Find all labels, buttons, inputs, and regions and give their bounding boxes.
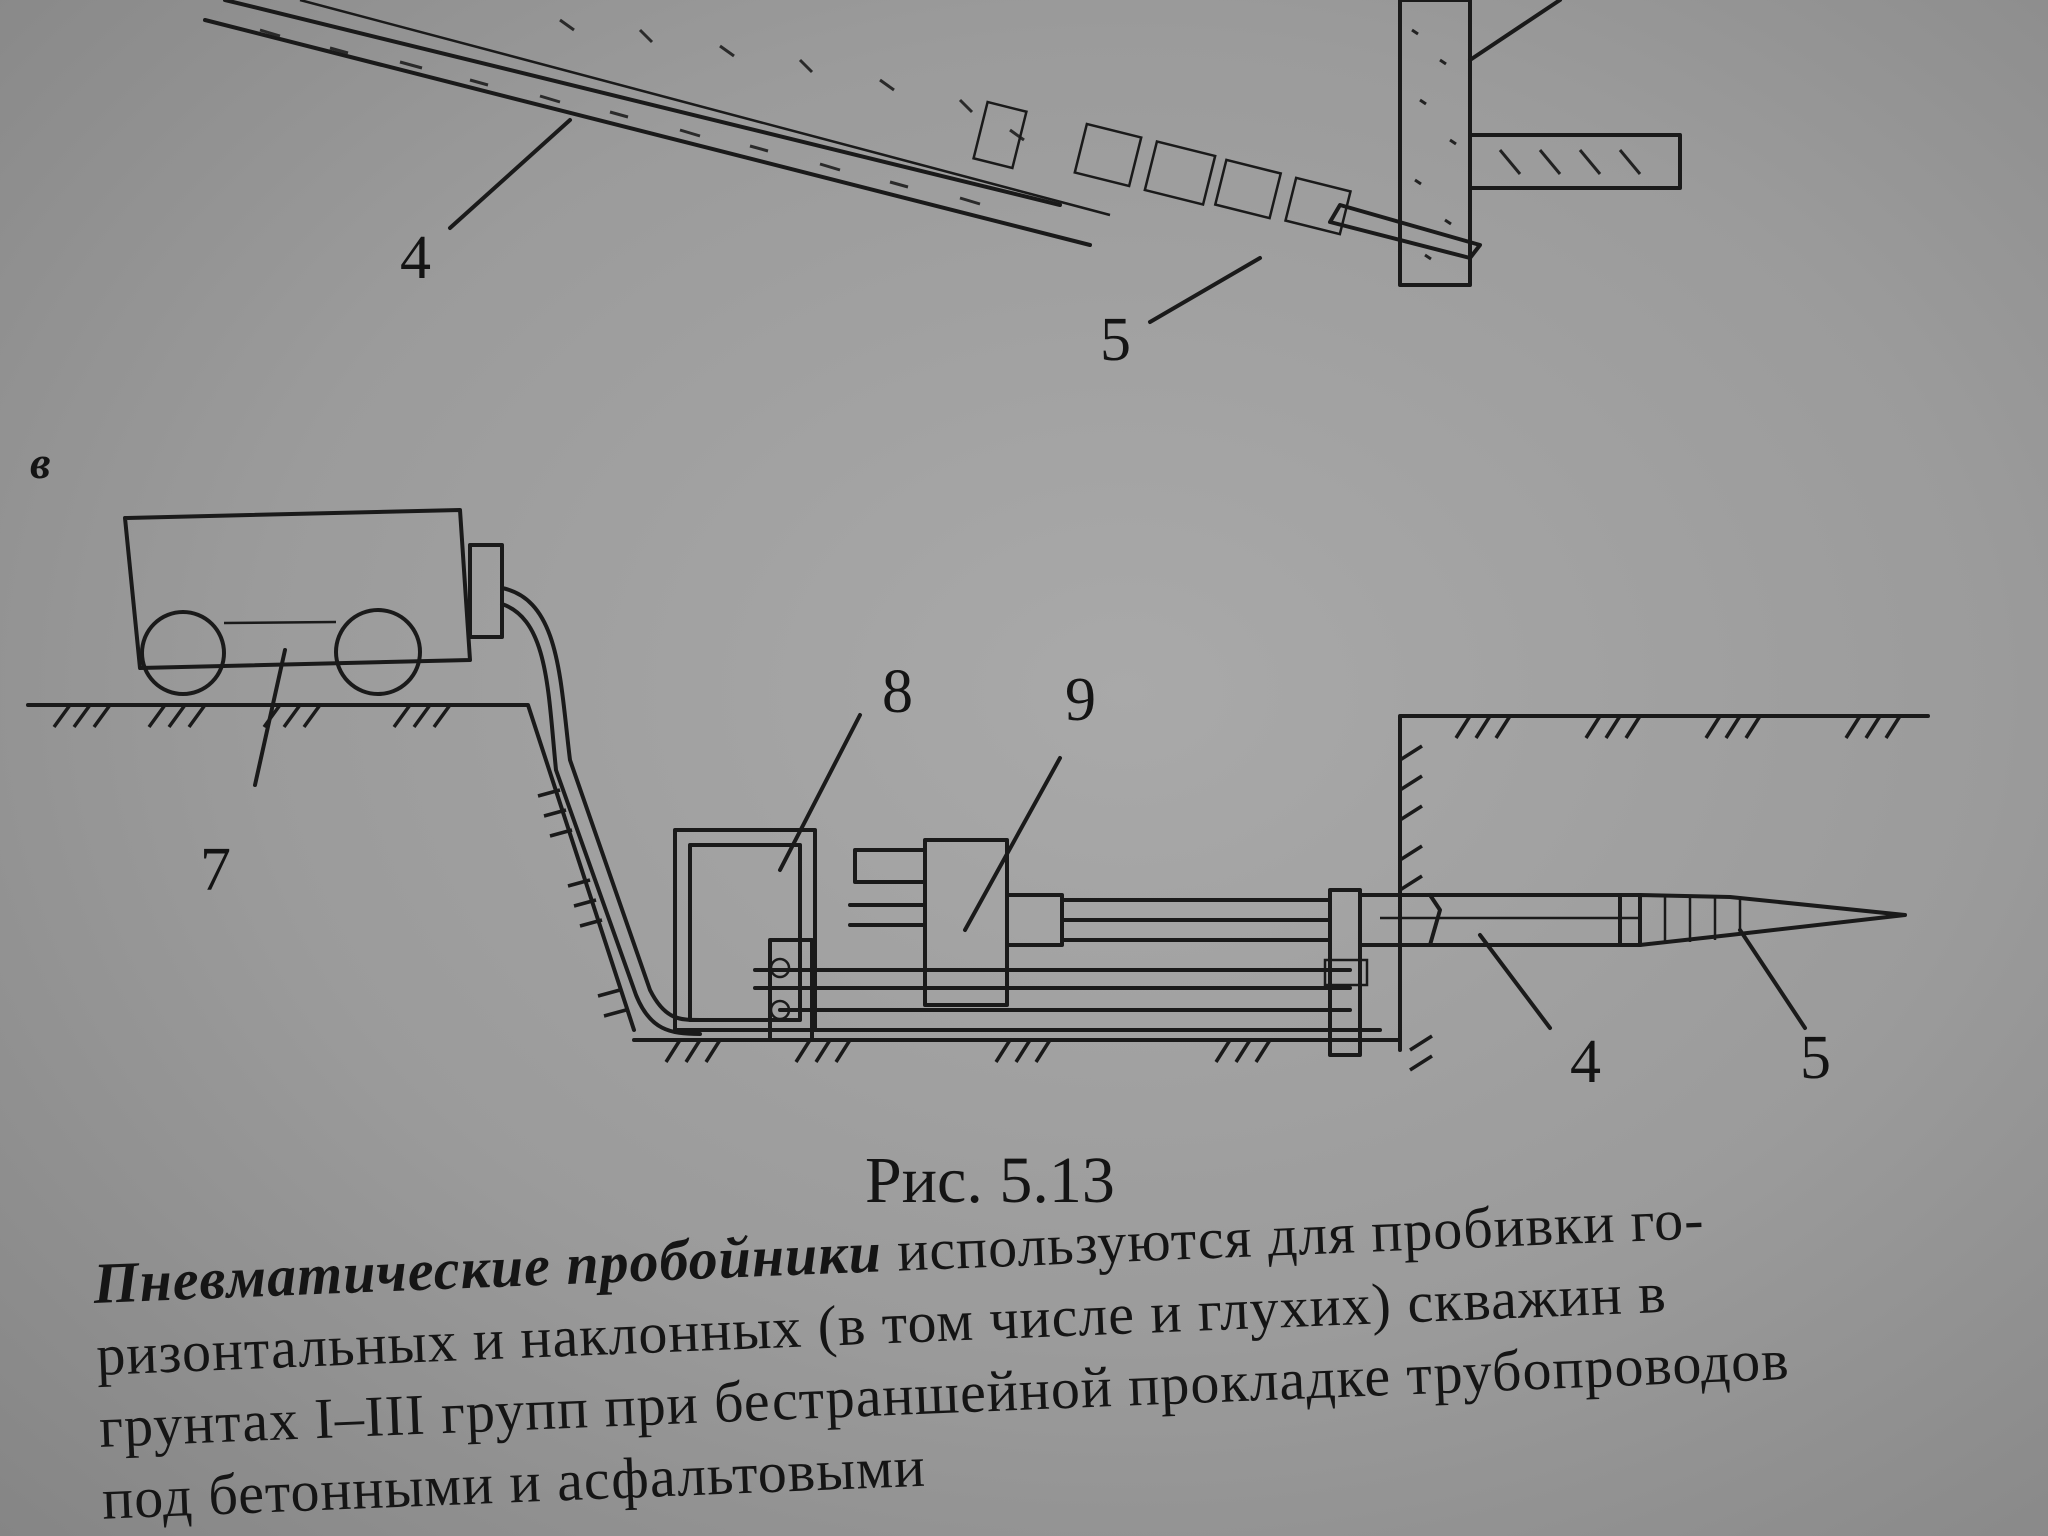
top-slope-upper-line xyxy=(223,0,1062,207)
callout-7: 7 xyxy=(200,836,231,904)
top-callout-5-leader xyxy=(1148,256,1262,324)
callout-7-leader xyxy=(253,648,287,787)
top-callout-5: 5 xyxy=(1100,306,1131,374)
callout-9: 9 xyxy=(1065,666,1096,734)
push-rod xyxy=(1060,898,1332,942)
top-callout-4-leader xyxy=(448,118,572,230)
pit-hatch xyxy=(664,715,1902,1072)
figure-caption: Рис. 5.13 xyxy=(865,1144,1115,1217)
frame-inner xyxy=(688,843,802,1022)
ground-left-hatch xyxy=(52,703,627,1018)
truck-wheel-right xyxy=(334,608,422,696)
top-callout-upper-leader xyxy=(1468,0,1562,62)
pane-label: в xyxy=(30,437,51,488)
callout-8: 8 xyxy=(882,658,913,726)
pneumatic-piercer-tip xyxy=(1638,893,1907,947)
pipe-4 xyxy=(1358,893,1642,947)
stop-clamp xyxy=(1323,958,1369,987)
callout-5-leader xyxy=(1738,928,1807,1030)
truck-cab-end xyxy=(468,543,504,639)
truck-body xyxy=(123,508,472,670)
callout-9-leader xyxy=(963,756,1062,932)
jack-head xyxy=(1005,893,1064,947)
callout-8-leader xyxy=(778,713,862,872)
stop-block xyxy=(1328,888,1362,1057)
air-hose xyxy=(500,586,702,1036)
pit xyxy=(632,714,1930,1072)
callout-5: 5 xyxy=(1800,1024,1831,1092)
jack-top-cylinder xyxy=(853,848,927,884)
compressor-truck xyxy=(123,508,504,696)
top-concrete-texture xyxy=(1411,28,1457,261)
jack-unit xyxy=(848,838,1332,1007)
frame-unit xyxy=(673,828,1382,1042)
top-concrete-wall xyxy=(1398,0,1472,287)
ground-left xyxy=(26,703,636,1032)
top-callout-4: 4 xyxy=(400,224,431,292)
top-figure-fragment: 4 5 xyxy=(203,0,1682,374)
jack-body xyxy=(923,838,1009,1007)
callout-4: 4 xyxy=(1570,1028,1601,1096)
top-beam-hatch xyxy=(1498,149,1642,175)
top-soil-hatch xyxy=(259,18,1025,206)
top-side-beam xyxy=(1468,133,1682,190)
truck-wheel-left xyxy=(140,610,226,696)
callout-4-leader xyxy=(1478,933,1552,1030)
truck-axle xyxy=(223,620,337,625)
top-slope-fill-line xyxy=(299,0,1111,217)
top-slope-lower-line xyxy=(203,18,1092,247)
